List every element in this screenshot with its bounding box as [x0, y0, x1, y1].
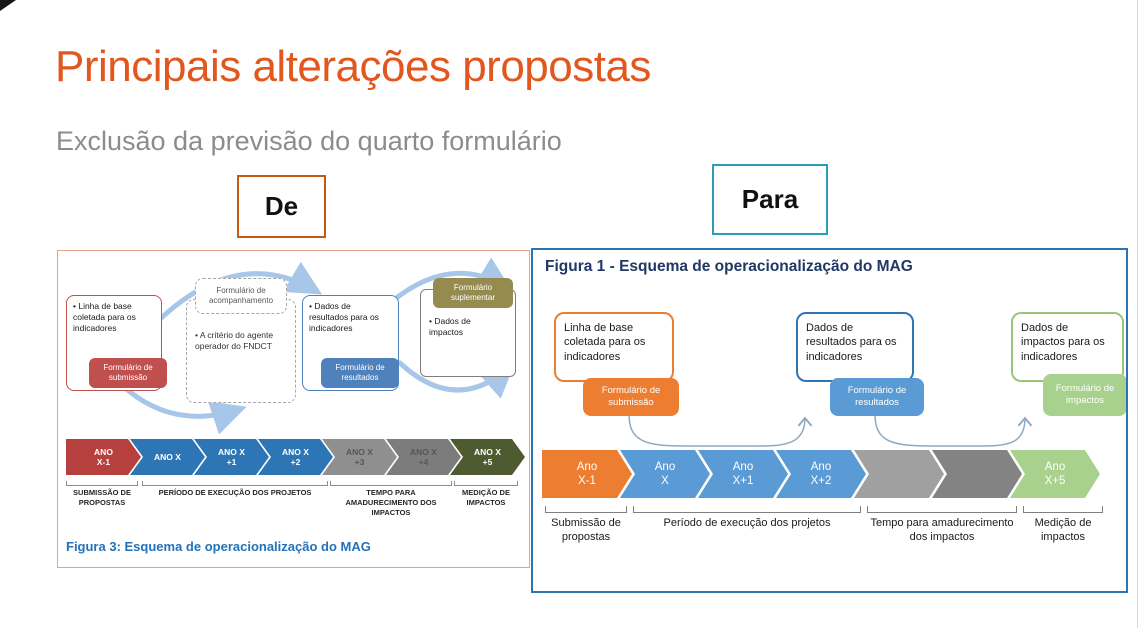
phase-bracket	[867, 506, 1017, 513]
before-label: De	[264, 191, 299, 221]
timeline-para: Ano X-1 Ano X Ano X+1 Ano X+2 Ano X+5	[542, 450, 1100, 498]
callout-text: • Dados de impactos	[429, 316, 471, 338]
figure-de-panel: • Linha de base coletada para os indicad…	[57, 250, 530, 568]
formulario-resultados-tag: Formulário de resultados	[830, 378, 924, 416]
formulario-submissao-tag: Formulário de submissão	[89, 358, 167, 388]
formulario-acompanhamento-tag: Formulário de acompanhamento	[195, 278, 287, 314]
figure-de-caption: Figura 3: Esquema de operacionalização d…	[66, 539, 371, 554]
callout-formulario-acompanhamento: Formulário de acompanhamento • A critéri…	[186, 278, 296, 403]
timeline-chevron: Ano X+2	[776, 450, 866, 498]
phase-label: SUBMISSÃO DE PROPOSTAS	[73, 488, 131, 507]
timeline-chevron: ANO X +1	[194, 439, 269, 475]
timeline-chevron: Ano X+1	[698, 450, 788, 498]
phase-label: Período de execução dos projetos	[663, 517, 831, 529]
callout-text: Dados de resultados para os indicadores	[806, 322, 897, 363]
phase-execucao: Período de execução dos projetos	[633, 506, 861, 531]
formulario-submissao-tag: Formulário de submissão	[583, 378, 679, 416]
phase-label: MEDIÇÃO DE IMPACTOS	[462, 488, 510, 507]
phase-label: PERÍODO DE EXECUÇÃO DOS PROJETOS	[158, 488, 312, 497]
callout-text: Dados de impactos para os indicadores	[1021, 322, 1105, 363]
callout-formulario-suplementar: Formulário suplementar • Dados de impact…	[420, 278, 516, 377]
phase-medicao: Medição de impactos	[1023, 506, 1103, 545]
slide-subtitle: Exclusão da previsão do quarto formulári…	[56, 126, 562, 156]
curved-connector	[874, 413, 1033, 447]
phase-bracket	[142, 481, 328, 486]
figure-para-title: Figura 1 - Esquema de operacionalização …	[545, 258, 913, 275]
phase-submissao: Submissão de propostas	[545, 506, 627, 545]
timeline-de: ANO X-1 ANO X ANO X +1 ANO X +2 ANO X +3…	[66, 439, 525, 475]
phase-bracket	[633, 506, 861, 513]
timeline-chevron: ANO X-1	[66, 439, 141, 475]
figure-para-panel: Figura 1 - Esquema de operacionalização …	[531, 248, 1128, 593]
phase-submissao: SUBMISSÃO DE PROPOSTAS	[66, 481, 138, 508]
timeline-chevron: Ano X	[620, 450, 710, 498]
curved-connector	[628, 413, 813, 447]
timeline-chevron: ANO X +3	[322, 439, 397, 475]
slide-title: Principais alterações propostas	[55, 42, 651, 91]
phase-label: TEMPO PARA AMADURECIMENTO DOS IMPACTOS	[345, 488, 437, 517]
phase-amadurecimento: Tempo para amadurecimento dos impactos	[867, 506, 1017, 545]
callout-text: • A critério do agente operador do FNDCT	[195, 330, 274, 352]
callout-text: • Linha de base coletada para os indicad…	[73, 301, 136, 334]
timeline-chevron	[932, 450, 1022, 498]
phase-bracket	[330, 481, 452, 486]
timeline-chevron: ANO X +4	[386, 439, 461, 475]
callout-formulario-submissao: • Linha de base coletada para os indicad…	[66, 295, 167, 391]
timeline-chevron	[854, 450, 944, 498]
phase-medicao: MEDIÇÃO DE IMPACTOS	[454, 481, 518, 508]
timeline-chevron: ANO X +5	[450, 439, 525, 475]
phase-amadurecimento: TEMPO PARA AMADURECIMENTO DOS IMPACTOS	[330, 481, 452, 517]
callout-text: • Dados de resultados para os indicadore…	[309, 301, 379, 334]
after-label: Para	[741, 184, 799, 214]
formulario-resultados-tag: Formulário de resultados	[321, 358, 399, 388]
phase-bracket	[454, 481, 518, 486]
timeline-chevron: Ano X+5	[1010, 450, 1100, 498]
callout-formulario-resultados: Dados de resultados para os indicadores …	[796, 312, 924, 416]
timeline-chevron: Ano X-1	[542, 450, 632, 498]
formulario-suplementar-tag: Formulário suplementar	[433, 278, 513, 308]
timeline-chevron: ANO X	[130, 439, 205, 475]
phase-bracket	[1023, 506, 1103, 513]
phase-label: Medição de impactos	[1034, 517, 1092, 543]
callout-formulario-resultados: • Dados de resultados para os indicadore…	[302, 295, 399, 391]
callout-formulario-impactos: Dados de impactos para os indicadores Fo…	[1011, 312, 1126, 416]
phase-label: Tempo para amadurecimento dos impactos	[870, 517, 1014, 543]
phase-execucao: PERÍODO DE EXECUÇÃO DOS PROJETOS	[142, 481, 328, 498]
callout-formulario-submissao: Linha de base coletada para os indicador…	[554, 312, 679, 416]
callout-text: Linha de base coletada para os indicador…	[564, 322, 646, 363]
before-label-box: De	[237, 175, 326, 238]
after-label-box: Para	[712, 164, 828, 235]
formulario-impactos-tag: Formulário de impactos	[1043, 374, 1126, 416]
phase-bracket	[66, 481, 138, 486]
timeline-chevron: ANO X +2	[258, 439, 333, 475]
phase-bracket	[545, 506, 627, 513]
corner-mark	[0, 0, 16, 11]
phase-label: Submissão de propostas	[551, 517, 621, 543]
